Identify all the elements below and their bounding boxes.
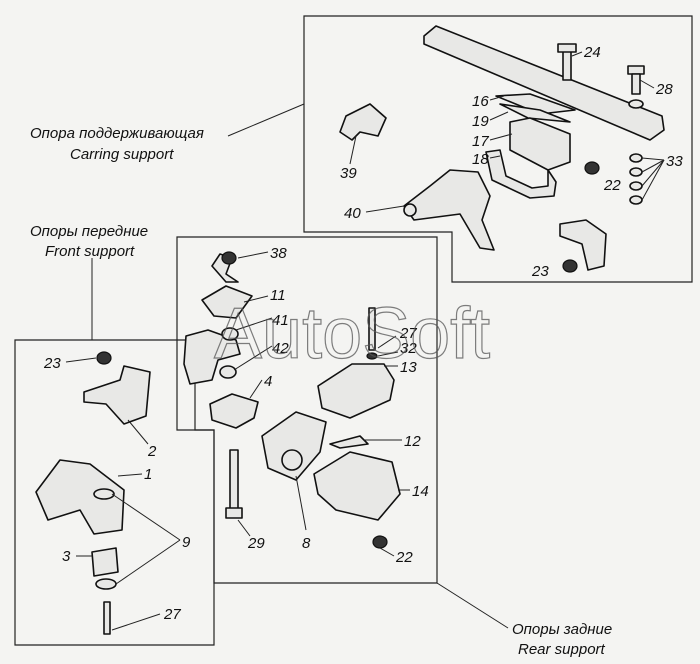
- washer-33c: [629, 181, 643, 191]
- washer-32: [366, 352, 378, 360]
- caption-carrying-ru: Опора поддерживающая: [30, 125, 204, 142]
- carrying-support-box: [303, 15, 693, 283]
- callout-27-rear: 27: [399, 325, 417, 342]
- cushion-3: [91, 547, 119, 577]
- crossmember-rail: [423, 25, 665, 141]
- bolt-29-head: [225, 507, 243, 519]
- caption-front-ru: Опоры передние: [30, 223, 148, 240]
- caption-front-en: Front support: [45, 243, 135, 260]
- callout-14: 14: [412, 483, 429, 500]
- washer-33b: [629, 167, 643, 177]
- bracket-23-top: [559, 219, 607, 271]
- cap-8: [261, 411, 327, 481]
- watermark: AutoSoft: [214, 294, 490, 374]
- bolt-29: [229, 449, 239, 511]
- callout-18: 18: [472, 151, 489, 168]
- callout-17: 17: [472, 133, 489, 150]
- caption-carrying-en: Carring support: [70, 146, 174, 163]
- nut-22-top: [584, 161, 600, 175]
- caption-rear-ru: Опоры задние: [512, 621, 612, 638]
- nut-23-top: [562, 259, 578, 273]
- callout-27-front: 27: [163, 606, 181, 623]
- pad-19: [499, 103, 571, 123]
- washer-9-top: [93, 488, 115, 500]
- housing-14: [313, 451, 401, 521]
- callout-8: 8: [302, 535, 311, 552]
- nut-22-rear: [372, 535, 388, 549]
- bolt-24: [562, 49, 572, 81]
- callout-38: 38: [270, 245, 287, 262]
- callout-3: 3: [62, 548, 71, 565]
- bolt-28: [631, 73, 641, 95]
- bolt-28-head: [627, 65, 645, 75]
- bolt-27-front: [103, 601, 111, 635]
- callout-39: 39: [340, 165, 357, 182]
- bracket-13: [317, 363, 395, 419]
- cover-11: [201, 285, 253, 319]
- callout-23-top: 23: [531, 263, 549, 280]
- callout-40: 40: [344, 205, 361, 222]
- support-1: [35, 459, 125, 535]
- nut-23-front: [96, 351, 112, 365]
- caption-rear-en: Rear support: [518, 641, 606, 658]
- callout-24: 24: [583, 44, 601, 61]
- callout-16: 16: [472, 93, 489, 110]
- callout-29: 29: [247, 535, 265, 552]
- callout-1: 1: [144, 466, 152, 483]
- callout-11: 11: [270, 287, 286, 304]
- callout-32: 32: [400, 340, 417, 357]
- bracket-2: [83, 365, 151, 425]
- callout-12: 12: [404, 433, 421, 450]
- bracket-rear: [183, 329, 241, 385]
- support-40: [403, 169, 495, 251]
- cap-8-bore: [281, 449, 303, 471]
- carrying-caption-leader: [227, 103, 305, 137]
- rear-caption-leader: [436, 582, 509, 629]
- callout-23-front: 23: [43, 355, 61, 372]
- bushing-41: [221, 327, 239, 341]
- washer-33d: [629, 195, 643, 205]
- bolt-27-rear: [368, 307, 376, 351]
- callout-28: 28: [655, 81, 673, 98]
- callout-19: 19: [472, 113, 489, 130]
- callout-9: 9: [182, 534, 191, 551]
- callout-42: 42: [272, 340, 289, 357]
- cushion-17: [509, 117, 571, 171]
- nut-38: [221, 251, 237, 265]
- washer-33a: [629, 153, 643, 163]
- bushing-42: [219, 365, 237, 379]
- callout-13: 13: [400, 359, 417, 376]
- bracket-39: [339, 103, 387, 141]
- callout-33: 33: [666, 153, 683, 170]
- bracket-18: [485, 149, 557, 199]
- clip-12: [329, 435, 369, 449]
- support-40-eye: [403, 203, 417, 217]
- callout-2: 2: [147, 443, 157, 460]
- callout-22-top: 22: [603, 177, 621, 194]
- washer-28: [628, 99, 644, 109]
- leader-lines: [65, 51, 665, 631]
- callout-22-rear: 22: [395, 549, 413, 566]
- callout-41: 41: [272, 312, 289, 329]
- bracket-38: [211, 253, 239, 283]
- callout-4: 4: [264, 373, 272, 390]
- washer-9-bottom: [95, 578, 117, 590]
- bolt-24-head: [557, 43, 577, 53]
- seat-4: [209, 393, 259, 429]
